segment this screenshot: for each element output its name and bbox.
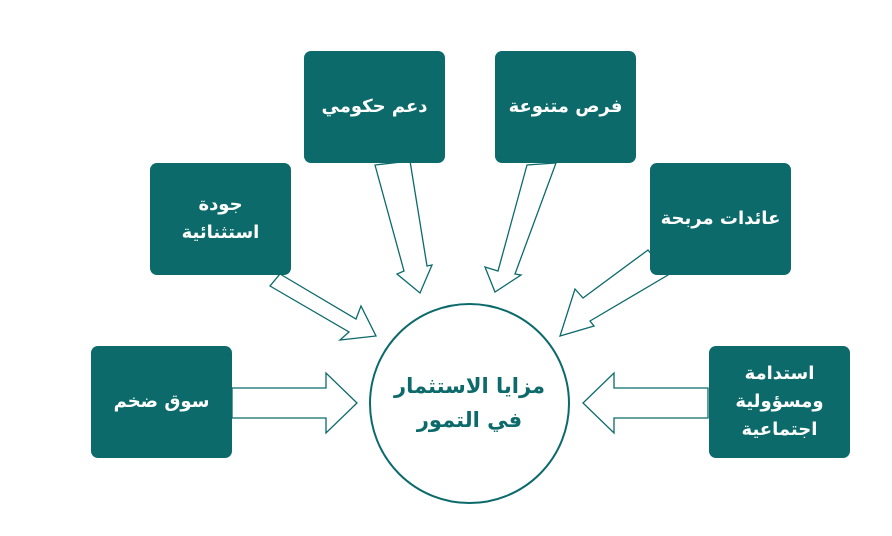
sustainability-csr-label: استدامة ومسؤولية اجتماعية (735, 363, 824, 440)
center-title: مزايا الاستثمار في التمور (393, 373, 546, 432)
exceptional-quality-label: جودة استثنائية (181, 194, 260, 243)
arrow-exceptional-quality (269, 273, 377, 341)
box-profitable-returns: عائدات مربحة (650, 163, 791, 275)
box-diverse-opportunities: فرص متنوعة (495, 51, 636, 163)
box-sustainability-csr: استدامة ومسؤولية اجتماعية (709, 346, 850, 458)
box-large-market: سوق ضخم (91, 346, 232, 458)
box-government-support: دعم حكومي (304, 51, 445, 163)
diverse-opportunities-label: فرص متنوعة (508, 96, 623, 118)
arrow-diverse-opportunities (483, 162, 557, 293)
large-market-label: سوق ضخم (113, 391, 210, 413)
arrow-government-support (374, 160, 434, 295)
arrow-large-market (231, 371, 358, 435)
profitable-returns-label: عائدات مربحة (660, 208, 781, 230)
arrow-profitable-returns (559, 249, 669, 337)
center-circle: مزايا الاستثمار في التمور (369, 303, 570, 504)
arrow-sustainability (582, 371, 709, 435)
government-support-label: دعم حكومي (321, 96, 428, 118)
box-exceptional-quality: جودة استثنائية (150, 163, 291, 275)
